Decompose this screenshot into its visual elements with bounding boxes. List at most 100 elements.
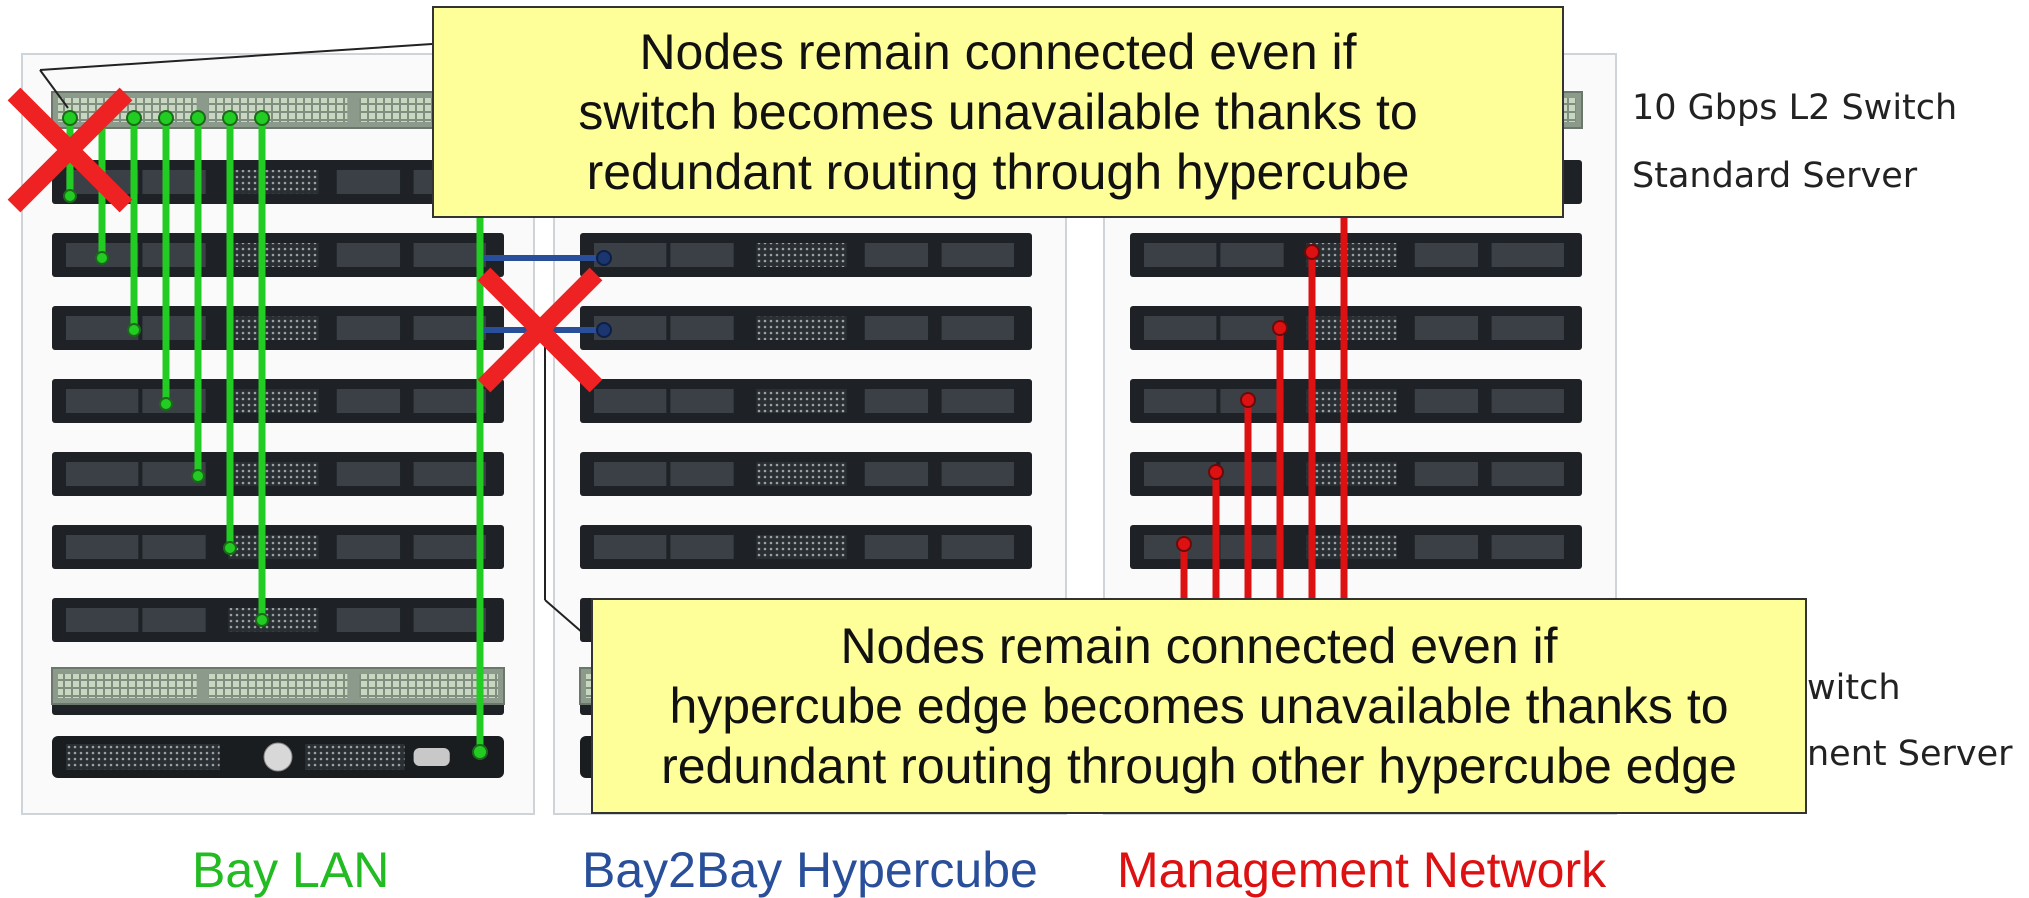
server-management-bay-left [1144, 243, 1217, 267]
edge-failure-x-mark [477, 267, 603, 393]
callout-line: switch becomes unavailable thanks to [578, 84, 1418, 140]
server-management-vent [1306, 316, 1397, 340]
mgmt-server-bay_lan-vent-left [66, 744, 220, 770]
callout-line: hypercube edge becomes unavailable thank… [669, 678, 1729, 734]
server-management [1130, 525, 1582, 569]
server-bay_lan-bay-right2 [413, 462, 486, 486]
server-bay_lan-bay-left [66, 316, 139, 340]
server-hypercube-bay-left2 [670, 243, 734, 267]
bay-lan-uplink-port [472, 744, 488, 760]
bay-lan-switch-port [254, 110, 270, 126]
management-server-port [1304, 244, 1320, 260]
server-management-bay-right2 [1491, 316, 1564, 340]
server-bay_lan [52, 306, 504, 350]
server-hypercube-vent [756, 243, 847, 267]
server-bay_lan-vent [228, 608, 319, 632]
server-hypercube-bay-left2 [670, 389, 734, 413]
switch-failure-x-mark [7, 87, 133, 213]
server-bay_lan-bay-left [66, 462, 139, 486]
server-management-bay-left2 [1220, 243, 1284, 267]
bay-lan-server-port [255, 613, 269, 627]
callout-line: redundant routing through other hypercub… [661, 738, 1737, 794]
server-management-bay-right [1414, 462, 1479, 486]
server-management-bay-right [1414, 535, 1479, 559]
server-management-vent [1306, 462, 1397, 486]
server-hypercube-vent [756, 389, 847, 413]
management-server-port [1176, 536, 1192, 552]
server-bay_lan-bay-right2 [413, 316, 486, 340]
switch-failure-callout: Nodes remain connected even if switch be… [432, 6, 1564, 218]
bottom-switch-bay_lan [51, 667, 505, 705]
bay-lan-switch-port [126, 110, 142, 126]
server-bay_lan-bay-right2 [413, 243, 486, 267]
callout-bottom-pointer-tail [544, 599, 592, 641]
bay-lan-server-port [95, 251, 109, 265]
switch-failure-x-mark-stroke-b [7, 87, 133, 213]
bay-lan-server-port [63, 189, 77, 203]
server-bay_lan-bay-right [336, 389, 401, 413]
server-hypercube-bay-right2 [941, 243, 1014, 267]
bottom-switch-bay_lan-port-block [359, 674, 498, 698]
legend-mgmt-switch-label: witch [1807, 668, 1901, 708]
server-bay_lan-vent [228, 243, 319, 267]
server-bay_lan [52, 452, 504, 496]
server-bay_lan-bay-left2 [142, 535, 206, 559]
bay-lan-server-port [223, 541, 237, 555]
server-bay_lan-bay-right [336, 608, 401, 632]
server-hypercube-bay-left [594, 389, 667, 413]
server-management-bay-left [1144, 316, 1217, 340]
hypercube-caption: Bay2Bay Hypercube [582, 842, 1038, 898]
legend-switch-label: 10 Gbps L2 Switch [1632, 88, 1958, 128]
server-bay_lan [52, 379, 504, 423]
server-hypercube-bay-left2 [670, 535, 734, 559]
server-hypercube-bay-right2 [941, 462, 1014, 486]
server-bay_lan-bay-right [336, 462, 401, 486]
server-hypercube-bay-right2 [941, 535, 1014, 559]
server-management-bay-right2 [1491, 243, 1564, 267]
bay-lan-switch-port [158, 110, 174, 126]
bottom-switch-bay_lan-port-block [208, 674, 348, 698]
server-bay_lan-bay-left [66, 535, 139, 559]
server-bay_lan-bay-right [336, 170, 401, 194]
bay-lan-server-port [191, 469, 205, 483]
server-hypercube-bay-right [864, 316, 929, 340]
server-bay_lan [52, 598, 504, 642]
bay-lan-server-port [127, 323, 141, 337]
server-bay_lan-bay-left2 [142, 608, 206, 632]
server-bay_lan-bay-left [66, 389, 139, 413]
bay-lan-switch-port [62, 110, 78, 126]
callout-line: Nodes remain connected even if [840, 618, 1558, 674]
server-management-vent [1306, 243, 1397, 267]
hypercube-edge-port [596, 322, 612, 338]
legend-server-label: Standard Server [1632, 156, 1918, 196]
server-hypercube-vent [756, 462, 847, 486]
server-bay_lan-bay-right [336, 316, 401, 340]
management-server-port [1208, 464, 1224, 480]
server-management-bay-left2 [1220, 462, 1284, 486]
server-management-bay-left [1144, 462, 1217, 486]
server-bay_lan-vent [228, 170, 319, 194]
management-caption: Management Network [1117, 842, 1607, 898]
server-bay_lan-bay-left [66, 608, 139, 632]
server-management-vent [1306, 389, 1397, 413]
server-management-vent [1306, 535, 1397, 559]
server-management-bay-right2 [1491, 462, 1564, 486]
server-hypercube-bay-right [864, 389, 929, 413]
server-management-bay-right [1414, 389, 1479, 413]
mgmt-server-bay_lan-handle [413, 748, 450, 766]
server-bay_lan-bay-right2 [413, 389, 486, 413]
bay-lan-server-port [159, 397, 173, 411]
callout-top-pointer-tail [39, 69, 69, 109]
callout-line: redundant routing through hypercube [586, 144, 1410, 200]
server-hypercube-bay-right [864, 243, 929, 267]
mgmt-server-bay_lan-power-button [263, 742, 293, 772]
server-management-bay-right2 [1491, 389, 1564, 413]
network-cables [62, 110, 1352, 760]
server-hypercube-bay-right2 [941, 316, 1014, 340]
management-server-port [1272, 320, 1288, 336]
server-management-bay-left [1144, 389, 1217, 413]
bay-lan-caption: Bay LAN [192, 842, 390, 898]
server-hypercube-bay-right [864, 462, 929, 486]
server-hypercube [580, 306, 1032, 350]
server-hypercube-bay-left2 [670, 316, 734, 340]
